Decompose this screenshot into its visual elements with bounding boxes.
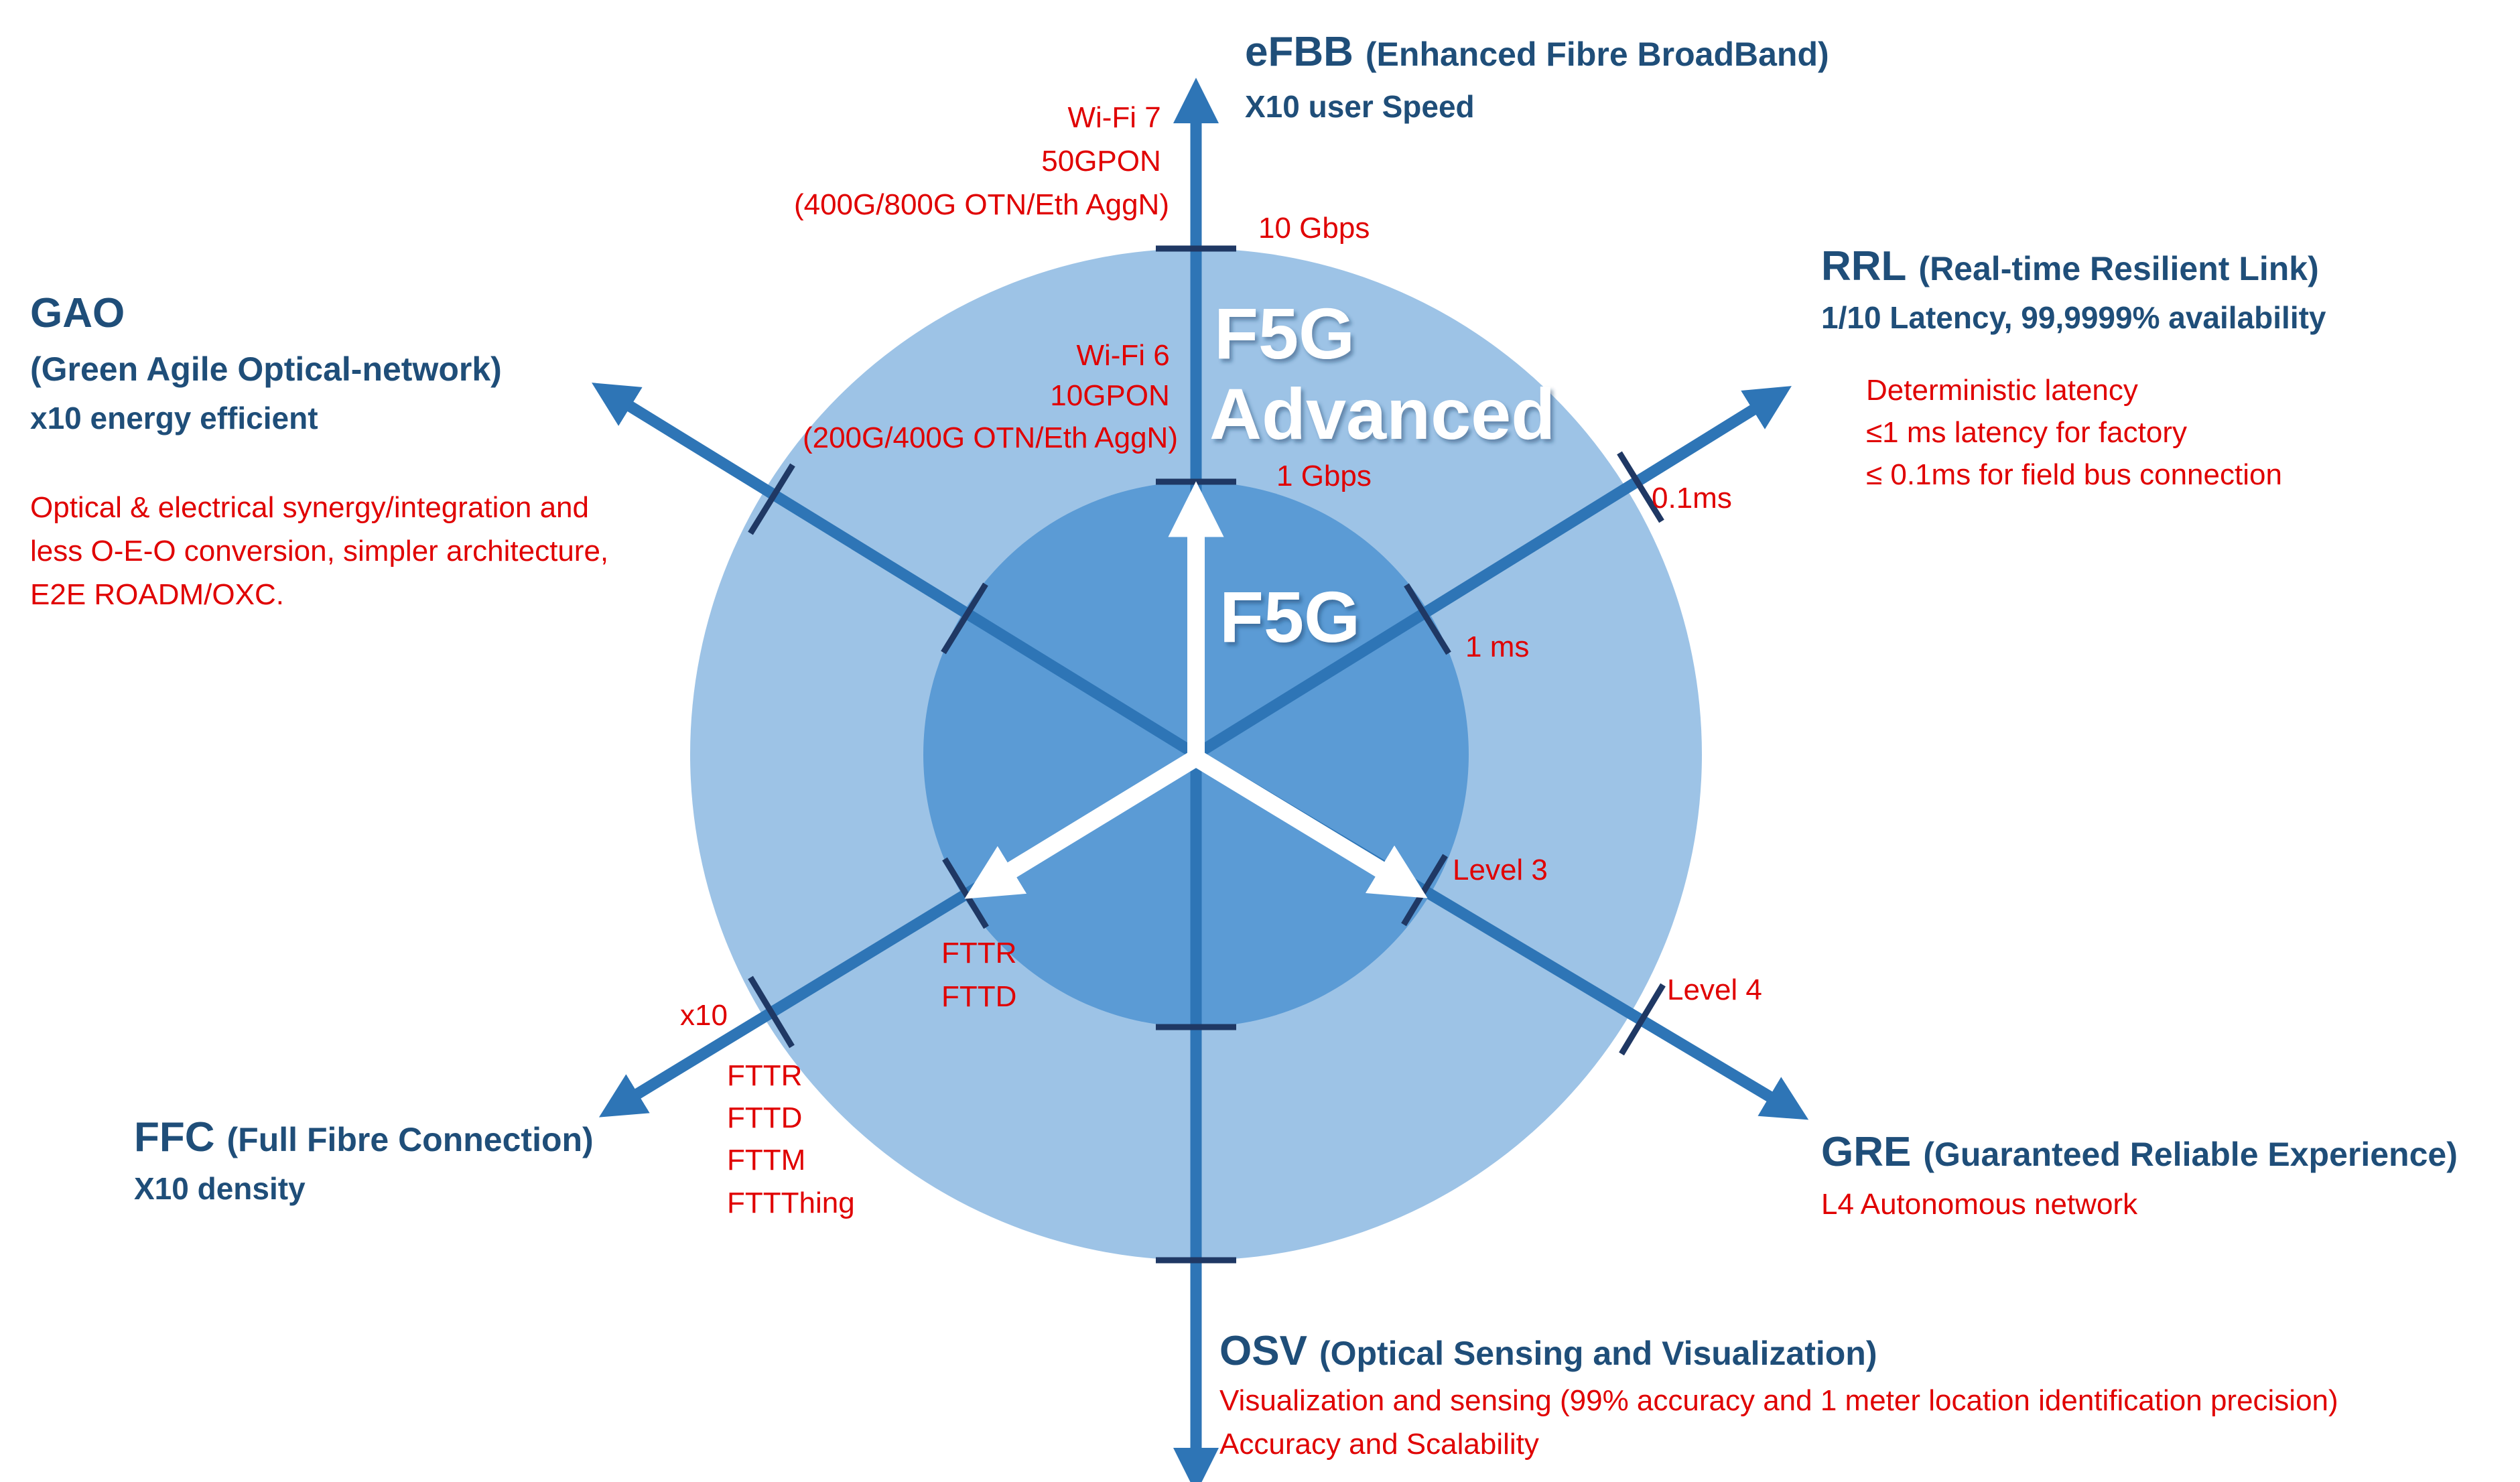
- osv-heading: OSV(Optical Sensing and Visualization): [1219, 1328, 1877, 1374]
- gre-tick-outer-label: Level 4: [1667, 973, 1762, 1006]
- f5g-label: F5G: [1219, 576, 1360, 657]
- osv-details: Visualization and sensing (99% accuracy …: [1219, 1384, 2346, 1461]
- tick-ffc-outer: [748, 975, 795, 1049]
- efbb-advanced-items: Wi-Fi 7 50GPON (400G/800G OTN/Eth AggN): [794, 101, 1169, 221]
- tick-rrl-inner: [1404, 583, 1451, 655]
- ffc-metric: X10 density: [134, 1171, 306, 1206]
- gao-details: Optical & electrical synergy/integration…: [30, 491, 616, 611]
- efbb-metric: X10 user Speed: [1245, 89, 1475, 124]
- ffc-advanced-items: FTTR FTTD FTTM FTTThing: [727, 1059, 855, 1219]
- f5g-advanced-label: F5G Advanced: [1209, 293, 1555, 454]
- gao-name: (Green Agile Optical-network): [30, 350, 502, 388]
- tick-rrl-outer: [1617, 451, 1664, 523]
- axis-gao: [592, 383, 1199, 760]
- tick-gre-outer: [1619, 983, 1666, 1056]
- rrl-details: Deterministic latency ≤1 ms latency for …: [1866, 374, 2282, 491]
- gre-tick-inner-label: Level 3: [1453, 854, 1548, 886]
- efbb-heading: eFBB(Enhanced Fibre BroadBand): [1245, 29, 1829, 75]
- white-arrow-left: [964, 748, 1204, 899]
- efbb-tick-outer-label: 10 Gbps: [1258, 212, 1370, 245]
- gao-code: GAO: [30, 290, 125, 336]
- rrl-heading: RRL(Real-time Resilient Link): [1821, 243, 2319, 289]
- efbb-tick-inner-label: 1 Gbps: [1276, 460, 1372, 492]
- tick-gao-outer: [748, 463, 795, 535]
- gao-metric: x10 energy efficient: [30, 401, 318, 435]
- gre-metric: L4 Autonomous network: [1821, 1188, 2138, 1221]
- white-arrow-right: [1188, 748, 1428, 898]
- gre-heading: GRE(Guaranteed Reliable Experience): [1821, 1129, 2458, 1175]
- axis-rrl: [1193, 386, 1792, 760]
- ffc-tick-outer-label: x10: [680, 999, 728, 1032]
- rrl-metric: 1/10 Latency, 99,9999% availability: [1821, 300, 2326, 335]
- ffc-f5g-items: FTTR FTTD: [941, 937, 1025, 1013]
- efbb-f5g-items: Wi-Fi 6 10GPON (200G/400G OTN/Eth AggN): [803, 339, 1178, 454]
- rrl-tick-outer-label: 0.1ms: [1652, 482, 1732, 515]
- rrl-tick-inner-label: 1 ms: [1465, 630, 1529, 663]
- ffc-heading: FFC(Full Fibre Connection): [134, 1114, 594, 1160]
- center-evolution-arrows: [964, 481, 1428, 899]
- tick-gao-inner: [941, 582, 988, 655]
